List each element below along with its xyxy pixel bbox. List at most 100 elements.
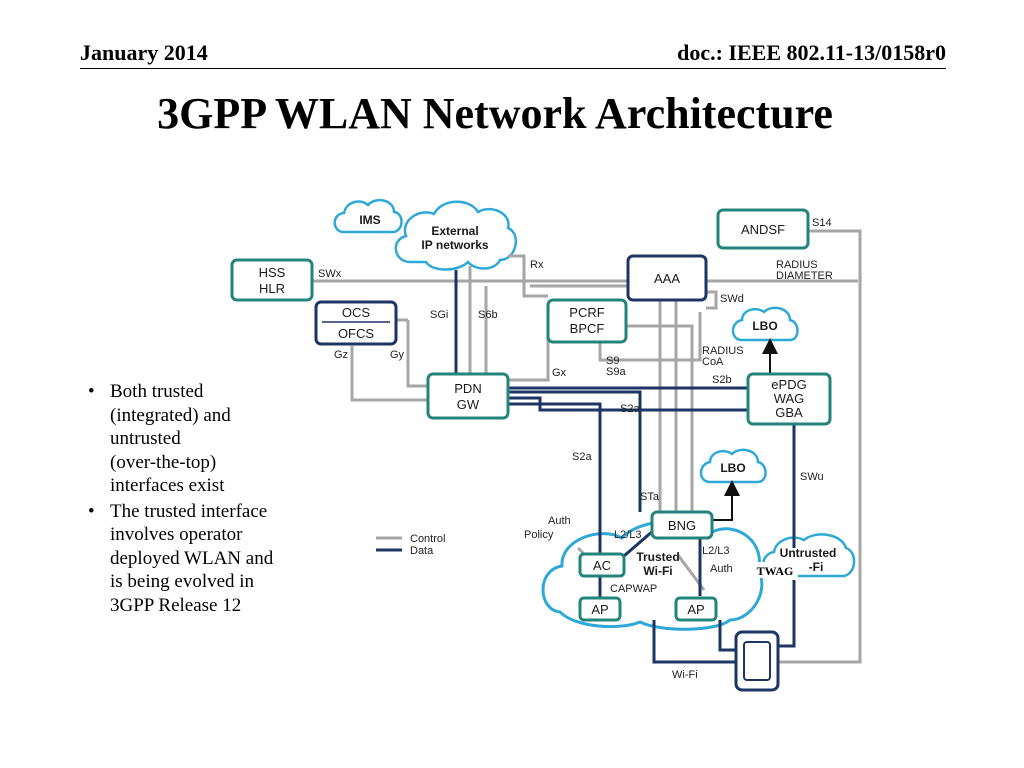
bullet-item: Both trusted (integrated) and untrusted … xyxy=(86,380,322,498)
bullet-item: The trusted interface involves operator … xyxy=(86,500,322,618)
ac-box: AC xyxy=(578,552,626,578)
ap-left-box: AP xyxy=(578,596,622,622)
ap-phone xyxy=(718,620,736,652)
bng-box: BNG xyxy=(650,510,714,540)
pdn-gw-box: PDN GW xyxy=(426,372,510,420)
s14-link xyxy=(777,229,862,664)
slide-title: 3GPP WLAN Network Architecture xyxy=(157,89,833,138)
label-radius-diameter: DIAMETER xyxy=(776,270,833,282)
data-links xyxy=(454,270,796,664)
andsf-label: ANDSF xyxy=(741,222,785,237)
label-s6b: S6b xyxy=(478,309,498,321)
ocs-box: OCS OFCS xyxy=(314,300,398,346)
header-doc-id: doc.: IEEE 802.11-13/0158r0 xyxy=(677,40,946,65)
label-auth-policy: Auth xyxy=(548,515,571,527)
label-auth: Auth xyxy=(710,563,733,575)
label-sgi: SGi xyxy=(430,309,448,321)
gz-link xyxy=(350,346,428,402)
bullet-line: 3GPP Release 12 xyxy=(110,594,242,616)
twag-label-bg xyxy=(752,562,798,578)
bullet-line: involves operator xyxy=(110,524,243,545)
lbo-top-cloud: LBO xyxy=(731,306,799,342)
bullet-line: The trusted interface xyxy=(110,500,268,522)
label-sta: STa xyxy=(640,491,660,503)
label-radius-diameter: RADIUS xyxy=(776,259,818,271)
label-radius-coa: CoA xyxy=(702,356,724,368)
ims-label: IMS xyxy=(359,213,380,227)
label-gz: Gz xyxy=(334,349,348,361)
untrusted-wifi-line: -Fi xyxy=(809,560,824,574)
epdg-box: ePDG WAG GBA xyxy=(746,372,832,426)
hss-line: HLR xyxy=(259,281,285,296)
bullet-line: (over-the-top) xyxy=(110,451,217,473)
andsf-box: ANDSF xyxy=(716,208,810,250)
lbo-mid-label: LBO xyxy=(720,461,745,475)
label-gy: Gy xyxy=(390,349,405,361)
pdn-gw-line: PDN xyxy=(454,381,481,396)
ap-right-box: AP xyxy=(674,596,718,622)
label-s2a-top: S2a xyxy=(620,403,640,415)
swd-link xyxy=(706,290,718,310)
hss-box: HSS HLR xyxy=(230,258,314,302)
label-s14: S14 xyxy=(812,217,832,229)
s9-link xyxy=(598,312,702,362)
label-rx: Rx xyxy=(530,259,544,271)
gx-link xyxy=(508,330,550,382)
external-ip-line: External xyxy=(431,224,478,238)
bng-label: BNG xyxy=(668,518,696,533)
s2a-left-link xyxy=(508,402,602,554)
ocs-line: OCS xyxy=(342,305,371,320)
bullet-line: untrusted xyxy=(110,428,181,449)
label-capwap: CAPWAP xyxy=(610,583,657,595)
epdg-line: GBA xyxy=(775,405,803,420)
header-date: January 2014 xyxy=(80,40,208,65)
label-s9: S9 xyxy=(606,355,619,367)
phone-icon xyxy=(734,630,780,692)
ac-label: AC xyxy=(593,558,611,573)
label-gx: Gx xyxy=(552,367,567,379)
lbo-top-label: LBO xyxy=(752,319,777,333)
label-radius-coa: RADIUS xyxy=(702,345,744,357)
lbo-mid-cloud: LBO xyxy=(699,448,767,484)
lbo-mid-arrow xyxy=(712,480,740,521)
label-s9: S9a xyxy=(606,366,626,378)
legend-control-label: Control xyxy=(410,533,445,545)
wifi-link xyxy=(652,620,736,664)
legend-data-label: Data xyxy=(410,545,434,557)
bullet-line: deployed WLAN and xyxy=(110,547,274,569)
bullet-line: is being evolved in xyxy=(110,571,255,592)
bullet-line: Both trusted xyxy=(110,381,204,402)
label-s2a-left: S2a xyxy=(572,451,592,463)
aaa-label: AAA xyxy=(654,271,680,286)
gy-link xyxy=(406,320,428,388)
epdg-line: WAG xyxy=(774,391,805,406)
label-swx: SWx xyxy=(318,268,342,280)
external-ip-cloud: External IP networks xyxy=(394,200,518,271)
epdg-line: ePDG xyxy=(771,377,806,392)
untrusted-wifi-line: Untrusted xyxy=(780,546,837,560)
label-swu: SWu xyxy=(800,471,824,483)
bullet-line: interfaces exist xyxy=(110,475,225,496)
label-l2l3-right: L2/L3 xyxy=(702,545,730,557)
pcrf-bng xyxy=(626,324,694,512)
pdn-bng xyxy=(508,390,642,512)
aaa-box: AAA xyxy=(626,254,708,302)
trusted-wifi-line: Trusted xyxy=(636,550,679,564)
label-swd: SWd xyxy=(720,293,744,305)
label-wifi: Wi-Fi xyxy=(672,669,698,681)
ims-cloud: IMS xyxy=(333,198,403,234)
ap-right-label: AP xyxy=(687,602,704,617)
bullet-list: Both trusted (integrated) and untrusted … xyxy=(86,380,322,619)
twag-label: TWAG xyxy=(757,564,794,578)
external-ip-line: IP networks xyxy=(421,238,488,252)
legend: Control Data xyxy=(376,533,445,557)
hss-line: HSS xyxy=(259,265,286,280)
rx-link xyxy=(508,254,548,298)
label-auth-policy: Policy xyxy=(524,529,554,541)
header-divider xyxy=(80,68,946,69)
bullet-line: (integrated) and xyxy=(110,404,231,426)
pdn-gw-line: GW xyxy=(457,397,480,412)
pcrf-line: PCRF xyxy=(569,305,604,320)
label-l2l3-left: L2/L3 xyxy=(614,529,642,541)
